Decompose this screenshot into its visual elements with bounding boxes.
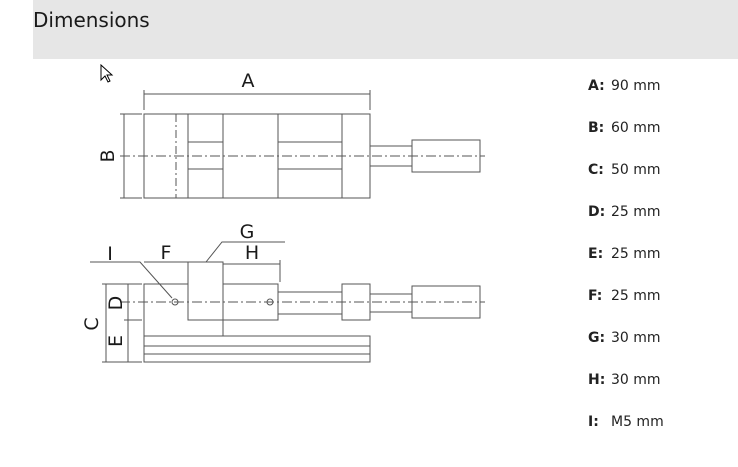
label-a: A — [242, 70, 255, 92]
spec-row-h: H: 30 mm — [588, 372, 661, 388]
spec-row-i: I: M5 mm — [588, 414, 664, 430]
section-header: Dimensions — [33, 0, 738, 59]
mouse-pointer-icon — [100, 64, 114, 83]
spec-row-a: A: 90 mm — [588, 78, 661, 94]
side-fixed-jaw — [143, 283, 224, 336]
label-g: G — [240, 221, 255, 243]
side-base — [143, 335, 371, 363]
spec-row-f: F: 25 mm — [588, 288, 661, 304]
spec-row-c: C: 50 mm — [588, 162, 661, 178]
spec-row-d: D: 25 mm — [588, 204, 661, 220]
vise-dimension-drawing: A B I F G H C D E — [80, 60, 500, 380]
label-e: E — [105, 335, 127, 347]
dim-line-g — [205, 241, 285, 263]
dimension-spec-list: A: 90 mm B: 60 mm C: 50 mm D: 25 mm E: 2… — [588, 78, 738, 456]
leader-line-i — [90, 261, 173, 299]
technical-drawing-svg: A B I F G H C D E — [81, 70, 485, 363]
label-d: D — [105, 296, 127, 311]
label-f: F — [161, 242, 172, 264]
spec-row-g: G: 30 mm — [588, 330, 661, 346]
label-b: B — [97, 149, 119, 162]
spec-row-b: B: 60 mm — [588, 120, 661, 136]
label-i: I — [107, 243, 113, 265]
section-title: Dimensions — [33, 8, 150, 32]
spec-row-e: E: 25 mm — [588, 246, 661, 262]
label-h: H — [245, 242, 259, 264]
label-c: C — [81, 317, 103, 330]
